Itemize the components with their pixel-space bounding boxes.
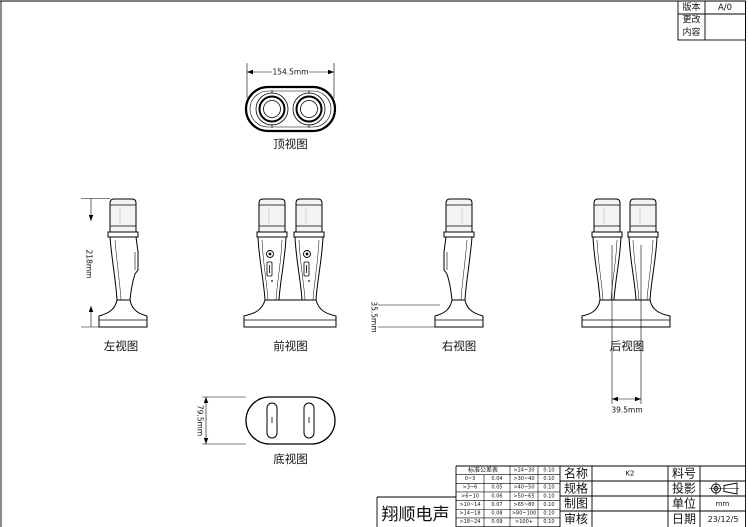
tolerance-range: >50~65 [513, 493, 534, 499]
dock-inner-outline [249, 90, 332, 128]
width-dimension-label: 154.5mm [272, 68, 308, 77]
spec-label: 规格 [564, 481, 588, 496]
top-view-label: 顶视图 [273, 137, 308, 151]
name-value: K2 [625, 470, 634, 478]
tolerance-range: >80~100 [512, 511, 536, 517]
tolerance-value: 0.05 [491, 485, 502, 491]
tolerance-value: 0.10 [543, 493, 554, 499]
change-label-line-2: 内容 [682, 26, 700, 38]
bottom-view-label: 底视图 [273, 452, 308, 466]
tolerance-value: 0.10 [543, 476, 554, 482]
tolerance-range: >6~10 [461, 493, 479, 499]
title-block: 翔顺电声 标准公差表 0~3 0.04 >3~6 0.05 >6~10 0.06… [376, 465, 746, 527]
tolerance-value: 0.04 [491, 476, 502, 482]
tolerance-range: >65~80 [513, 502, 534, 508]
projection-label: 投影 [672, 481, 696, 496]
back-view-label: 后视图 [610, 339, 645, 353]
tolerance-value: 0.10 [543, 502, 554, 508]
back-view: 39.5mm 后视图 [581, 199, 671, 415]
revision-block-border [677, 0, 746, 41]
title-fields: 名称 K2 规格 制图 审核 料号 投影 单位 mm 日期 23/12/5 [559, 466, 746, 527]
tolerance-value: 0.10 [543, 467, 554, 473]
name-label: 名称 [564, 466, 588, 481]
back-view-mic-right [628, 199, 658, 300]
tolerance-value: 0.09 [491, 519, 502, 525]
tolerance-range: >100+ [515, 519, 533, 525]
reviewer-label: 审核 [564, 511, 588, 526]
tolerance-range: >30~40 [513, 476, 534, 482]
base-height-dimension-label: 35.5mm [370, 301, 379, 332]
bottom-view: 79.5mm 底视图 [196, 396, 336, 466]
unit-value: mm [716, 500, 730, 508]
left-view-label: 左视图 [104, 339, 139, 353]
revision-block: 版本 A/0 更改 内容 [677, 0, 746, 41]
right-view-label: 右视图 [442, 339, 477, 353]
change-label-line-1: 更改 [682, 14, 700, 26]
tolerance-range: >10~14 [459, 502, 480, 508]
left-view-mic [99, 199, 147, 327]
version-label: 版本 [682, 1, 700, 13]
tolerance-range: >18~24 [459, 519, 480, 525]
date-value: 23/12/5 [708, 515, 739, 524]
company-name: 翔顺电声 [382, 505, 450, 525]
first-angle-projection-icon [709, 482, 739, 495]
tolerance-value: 0.07 [491, 502, 502, 508]
mic-ring [295, 95, 323, 123]
front-base-outline [243, 299, 337, 328]
tolerance-range: >40~50 [513, 485, 534, 491]
right-mic-top [292, 90, 326, 128]
unit-label: 单位 [672, 496, 696, 511]
front-view-label: 前视图 [273, 339, 308, 353]
tolerance-range: >14~18 [459, 511, 480, 517]
front-view: 前视图 [243, 199, 337, 353]
left-mic-top [255, 90, 289, 128]
drafter-label: 制图 [564, 497, 588, 511]
tolerance-value: 0.10 [543, 511, 554, 517]
mic-ring-inner [300, 100, 318, 118]
tolerance-range: >3~6 [463, 485, 478, 491]
tolerance-value: 0.10 [543, 519, 554, 525]
front-view-mic-left [257, 199, 287, 300]
part-no-label: 料号 [672, 467, 696, 481]
top-view: 154.5mm 顶视图 [244, 63, 337, 151]
tolerance-value: 0.10 [543, 485, 554, 491]
tolerance-table-title: 标准公差表 [468, 466, 498, 474]
right-view-mic [435, 199, 483, 327]
date-label: 日期 [672, 512, 696, 526]
depth-dimension-label: 79.5mm [196, 405, 205, 436]
base-bottom-outline [245, 396, 336, 445]
front-view-mic-right [294, 199, 324, 300]
right-view: 35.5mm 右视图 [370, 199, 484, 353]
back-view-mic-left [592, 199, 622, 300]
tolerance-value: 0.06 [491, 493, 502, 499]
tolerance-range: >24~30 [513, 467, 534, 473]
back-base-outline [581, 299, 671, 328]
mic-ring-inner [263, 100, 281, 118]
version-value: A/0 [718, 3, 732, 13]
mic-ring-outer [292, 92, 326, 126]
tolerance-range: 0~3 [465, 476, 476, 482]
tolerance-table: 标准公差表 0~3 0.04 >3~6 0.05 >6~10 0.06 >10~… [455, 465, 746, 527]
spacing-dimension-label: 39.5mm [611, 406, 642, 415]
mic-ring-outer [255, 92, 289, 126]
height-dimension-label: 218mm [85, 250, 94, 279]
mic-ring [258, 95, 286, 123]
left-view: 218mm 左视图 [81, 198, 147, 353]
tolerance-value: 0.08 [491, 511, 502, 517]
